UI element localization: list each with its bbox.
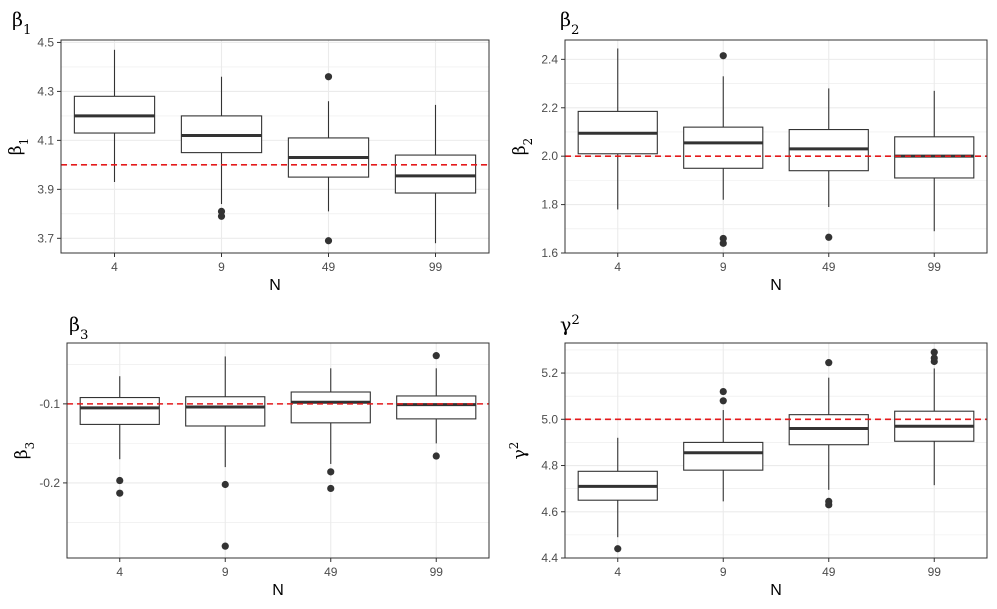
beta3-outlier-point bbox=[432, 352, 440, 360]
beta2-box-9 bbox=[683, 52, 764, 247]
beta3-x-tick-label: 99 bbox=[430, 565, 444, 579]
beta1-box-4 bbox=[73, 49, 156, 182]
beta3-plot-area bbox=[67, 343, 489, 558]
beta2-y-tick-label: 1.6 bbox=[541, 246, 558, 260]
beta3-x-tick-label: 49 bbox=[324, 565, 338, 579]
beta1-outlier-point bbox=[217, 212, 226, 220]
beta1-box-99 bbox=[394, 104, 477, 244]
beta1-y-tick-label: 3.9 bbox=[37, 182, 54, 196]
beta2-y-tick-label: 1.8 bbox=[541, 198, 558, 212]
beta1-y-tick-label: 4.5 bbox=[37, 35, 54, 49]
beta1-x-axis-title: N bbox=[269, 277, 281, 294]
gamma2-panel-border bbox=[564, 342, 988, 559]
beta3-panel-border bbox=[66, 342, 490, 559]
beta3-y-tick-label: -0.2 bbox=[39, 476, 60, 490]
beta1-y-tick-label: 4.1 bbox=[37, 133, 54, 147]
beta2-y-tick-label: 2.2 bbox=[541, 101, 558, 115]
beta1-y-axis-title: β1 bbox=[6, 138, 31, 155]
beta1-box-iqr bbox=[394, 154, 477, 194]
beta3-box-iqr bbox=[185, 396, 266, 427]
beta3-outlier-point bbox=[116, 489, 124, 497]
beta3-y-axis-title: β3 bbox=[12, 442, 37, 459]
beta2-panel-title: β2 bbox=[560, 9, 579, 38]
beta2-outlier-point bbox=[719, 52, 727, 60]
beta1-panel-title: β1 bbox=[12, 9, 31, 38]
gamma2-box-9 bbox=[683, 387, 764, 502]
beta3-box-iqr bbox=[79, 396, 160, 425]
beta3-box-iqr bbox=[290, 391, 371, 424]
beta2-y-tick-label: 2.0 bbox=[541, 149, 558, 163]
gamma2-y-tick-label: 4.4 bbox=[541, 551, 558, 565]
gamma2-x-tick-label: 9 bbox=[720, 565, 727, 579]
gamma2-outlier-point bbox=[930, 348, 938, 356]
beta3-outlier-point bbox=[327, 484, 335, 493]
gamma2-y-tick-label: 5.0 bbox=[541, 412, 558, 426]
beta3-outlier-point bbox=[221, 480, 229, 489]
beta3-box-iqr bbox=[396, 395, 477, 420]
beta3-outlier-point bbox=[116, 476, 124, 485]
beta3-x-axis-title: N bbox=[272, 582, 284, 599]
beta2-x-axis-title: N bbox=[770, 277, 782, 294]
beta2-outlier-point bbox=[825, 233, 833, 241]
beta1-outlier-point bbox=[324, 73, 333, 81]
beta1-box-49 bbox=[287, 73, 370, 245]
beta2-box-4 bbox=[577, 48, 658, 210]
beta3-x-tick-label: 9 bbox=[222, 565, 229, 579]
beta1-x-tick-label: 49 bbox=[322, 260, 336, 274]
gamma2-box-4 bbox=[577, 437, 658, 553]
gamma2-box-99 bbox=[894, 348, 975, 486]
beta3-box-99 bbox=[396, 352, 477, 460]
gamma2-y-axis-title: γ2 bbox=[507, 442, 530, 460]
gamma2-x-tick-label: 4 bbox=[614, 565, 621, 579]
beta2-x-tick-label: 4 bbox=[614, 260, 621, 274]
beta3-outlier-point bbox=[327, 468, 335, 476]
beta2-outlier-point bbox=[719, 239, 727, 247]
beta3-panel-title: β3 bbox=[69, 314, 88, 343]
beta3-box-9 bbox=[185, 356, 266, 550]
gamma2-outlier-point bbox=[614, 545, 622, 553]
beta2-x-tick-label: 49 bbox=[822, 260, 836, 274]
beta2-y-axis-title: β2 bbox=[510, 138, 535, 155]
beta1-box-9 bbox=[180, 76, 263, 220]
beta3-box-4 bbox=[79, 376, 160, 497]
beta2-box-iqr bbox=[683, 126, 764, 169]
gamma2-outlier-point bbox=[719, 387, 727, 396]
beta1-x-tick-label: 99 bbox=[429, 260, 443, 274]
gamma2-y-tick-label: 4.8 bbox=[541, 459, 558, 473]
beta1-plot-area bbox=[61, 40, 489, 253]
beta3-outlier-point bbox=[221, 542, 229, 550]
beta1-x-tick-label: 9 bbox=[218, 260, 225, 274]
gamma2-x-axis-title: N bbox=[770, 582, 782, 599]
beta2-x-tick-label: 99 bbox=[928, 260, 942, 274]
beta3-outlier-point bbox=[432, 452, 440, 460]
beta1-y-tick-label: 3.7 bbox=[37, 231, 54, 245]
beta2-x-tick-label: 9 bbox=[720, 260, 727, 274]
beta2-box-49 bbox=[788, 88, 869, 241]
gamma2-plot-area bbox=[565, 343, 987, 558]
beta3-box-49 bbox=[290, 368, 371, 493]
gamma2-x-tick-label: 99 bbox=[928, 565, 942, 579]
gamma2-y-tick-label: 5.2 bbox=[541, 366, 558, 380]
gamma2-box-iqr bbox=[683, 441, 764, 471]
gamma2-y-tick-label: 4.6 bbox=[541, 505, 558, 519]
gamma2-panel-title: γ2 bbox=[560, 313, 580, 337]
beta3-x-tick-label: 4 bbox=[116, 565, 123, 579]
beta1-y-tick-label: 4.3 bbox=[37, 84, 54, 98]
gamma2-outlier-point bbox=[825, 359, 833, 367]
gamma2-x-tick-label: 49 bbox=[822, 565, 836, 579]
gamma2-outlier-point bbox=[930, 357, 938, 366]
beta2-panel-border bbox=[564, 39, 988, 254]
beta1-panel-border bbox=[60, 39, 490, 254]
beta1-x-tick-label: 4 bbox=[111, 260, 118, 274]
beta1-outlier-point bbox=[324, 237, 333, 245]
beta2-y-tick-label: 2.4 bbox=[541, 52, 558, 66]
gamma2-outlier-point bbox=[719, 397, 727, 405]
gamma2-outlier-point bbox=[825, 501, 833, 509]
beta3-y-tick-label: -0.1 bbox=[39, 397, 60, 411]
